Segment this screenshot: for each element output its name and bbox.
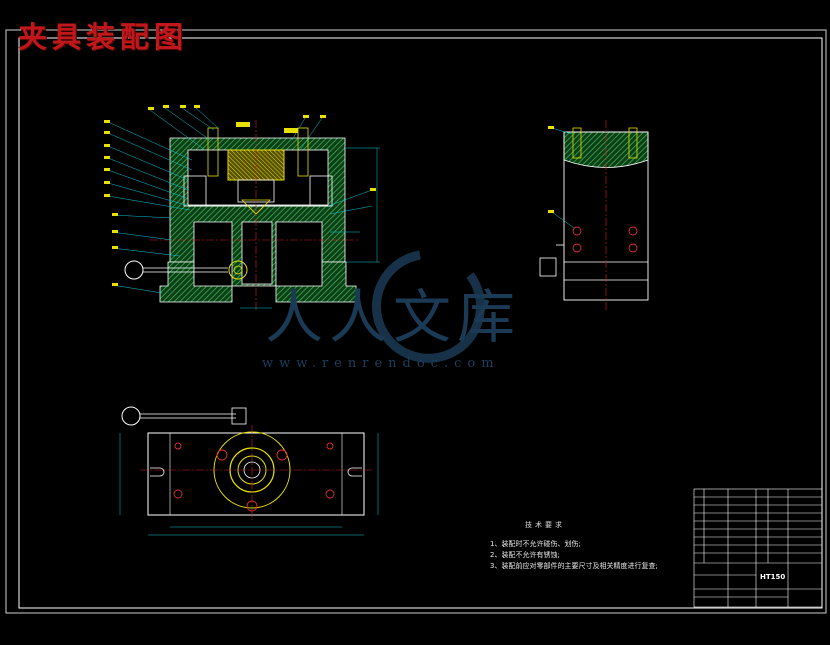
technical-requirements-title: 技术要求 (525, 521, 565, 529)
front-section-view (104, 105, 380, 312)
requirement-item: 3、装配前应对零部件的主要尺寸及相关精度进行复查; (490, 562, 658, 570)
outer-frame (5, 29, 827, 614)
side-view (539, 120, 649, 310)
technical-requirements: 技术要求 1、装配时不允许碰伤、划伤; 2、装配不允许有锈蚀; 3、装配前应对零… (490, 520, 658, 572)
watermark-url: www.renrendoc.com (262, 356, 500, 371)
top-view (119, 406, 379, 536)
title-block-material: HT150 (760, 573, 786, 581)
page-title: 夹具装配图 (18, 20, 189, 54)
inner-frame (18, 37, 823, 609)
watermark-logo (371, 250, 485, 363)
requirement-item: 1、装配时不允许碰伤、划伤; (490, 540, 581, 548)
requirement-item: 2、装配不允许有锈蚀; (490, 551, 560, 559)
watermark-logo-text: 人人文库 (265, 283, 522, 351)
title-block-grid (693, 488, 823, 608)
